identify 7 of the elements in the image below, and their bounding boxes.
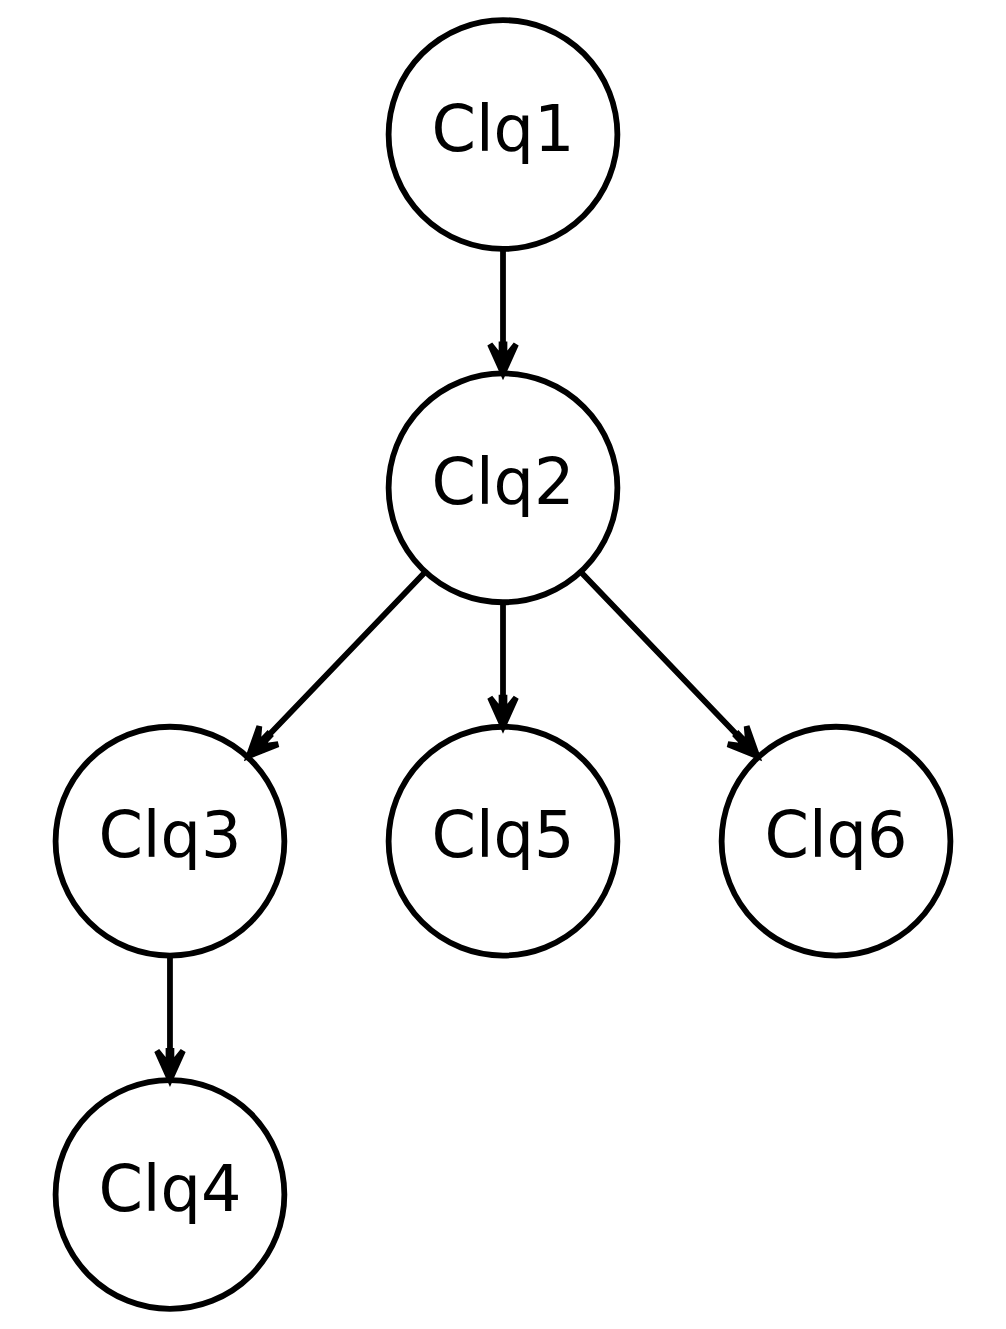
node-circle: Clq2	[385, 370, 621, 606]
arrow	[245, 570, 427, 759]
node-circle: Clq4	[52, 1077, 288, 1312]
arrow	[579, 570, 761, 759]
node-circle: Clq5	[385, 723, 621, 959]
arrow	[487, 249, 519, 377]
node-circle: Clq1	[385, 17, 621, 252]
